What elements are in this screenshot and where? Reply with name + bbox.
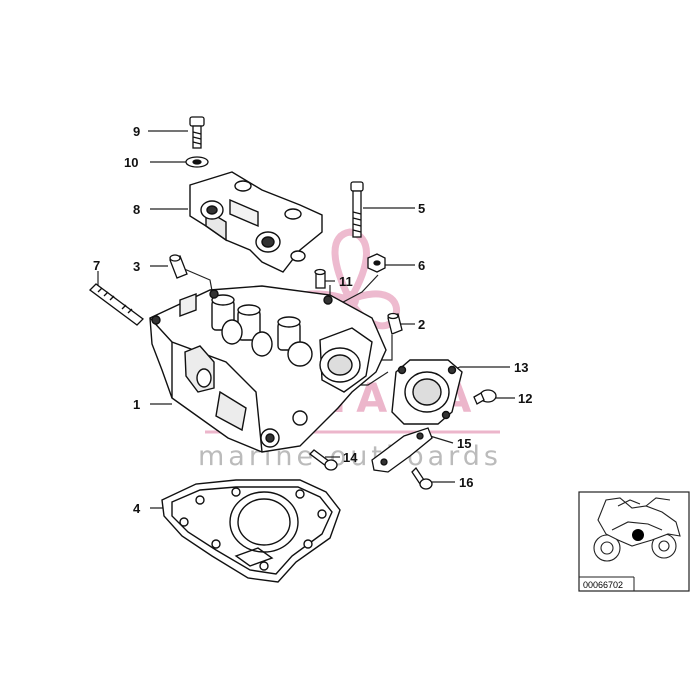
part-4-head-gasket	[161, 479, 341, 583]
callout-3: 3	[133, 259, 140, 274]
callout-2: 2	[418, 317, 425, 332]
motorcycle-icon	[593, 497, 681, 562]
callout-11: 11	[339, 274, 353, 289]
part-9-bolt	[189, 116, 205, 149]
callout-8: 8	[133, 202, 140, 217]
callout-6: 6	[418, 258, 425, 273]
locator-inset: 00066702	[578, 491, 690, 592]
part-12-screw	[473, 389, 497, 405]
callout-10: 10	[124, 155, 138, 170]
callout-5: 5	[418, 201, 425, 216]
part-2-dowel-pin	[387, 312, 403, 335]
callout-15: 15	[457, 436, 471, 451]
part-6-nut	[367, 253, 386, 273]
part-8-camshaft-bridge	[189, 171, 323, 273]
part-1-cylinder-head	[149, 285, 387, 453]
part-16-screw	[411, 466, 433, 490]
callout-16: 16	[459, 475, 473, 490]
part-14-screw	[309, 449, 338, 471]
callout-labels: 9 10 8 3 7 1 4 5 6 11 2 13 12 15 14 16	[93, 124, 532, 516]
part-3-dowel-pin	[169, 254, 188, 279]
part-5-long-bolt	[350, 181, 364, 238]
inset-part-code: 00066702	[583, 580, 623, 590]
callout-4: 4	[133, 501, 141, 516]
callout-7: 7	[93, 258, 100, 273]
callout-13: 13	[514, 360, 528, 375]
callout-1: 1	[133, 397, 140, 412]
part-11-sleeve	[314, 268, 326, 289]
callout-9: 9	[133, 124, 140, 139]
callout-14: 14	[343, 450, 358, 465]
callout-12: 12	[518, 391, 532, 406]
part-13-intake-flange	[391, 359, 463, 425]
part-7-stud	[89, 283, 144, 326]
part-10-washer	[185, 156, 209, 168]
part-15-cover-plate	[371, 427, 433, 473]
location-marker-icon	[632, 529, 644, 541]
